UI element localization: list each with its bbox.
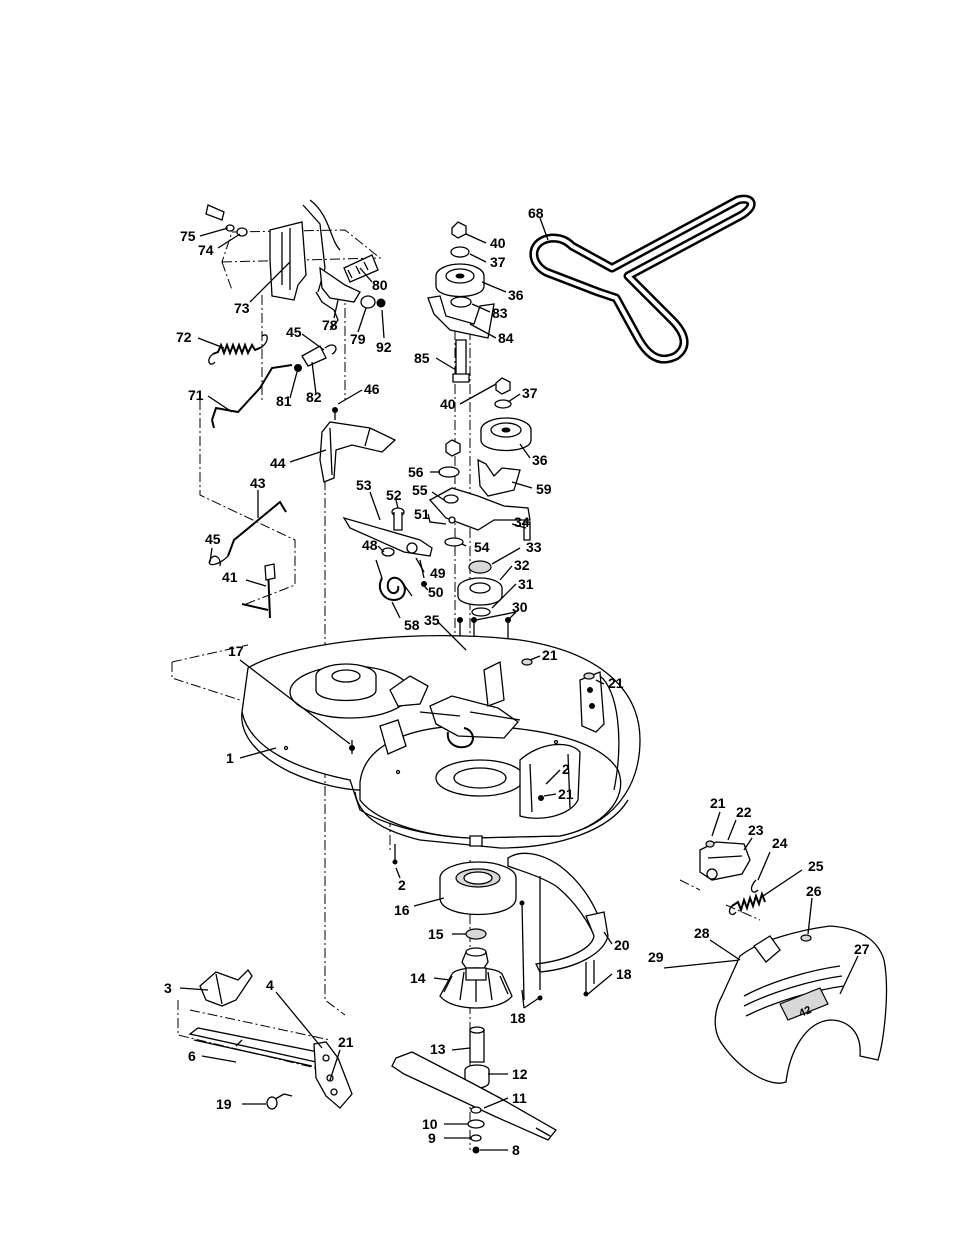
callout-11: 11: [512, 1090, 527, 1106]
callout-58: 58: [404, 617, 420, 633]
callout-85: 85: [414, 350, 430, 366]
callout-21-deck-right: 21: [542, 647, 558, 663]
callout-6: 6: [188, 1048, 196, 1064]
callout-44: 44: [270, 455, 286, 471]
deck-baffle: [508, 853, 608, 1000]
front-link-rod: [209, 502, 286, 566]
callout-2-lower: 2: [398, 877, 406, 893]
belt-cover: [320, 408, 395, 483]
callout-28: 28: [694, 925, 710, 941]
callout-78: 78: [322, 317, 338, 333]
callout-21-chute: 21: [710, 795, 726, 811]
callout-1: 1: [226, 750, 234, 766]
callout-21-hanger: 21: [338, 1034, 354, 1050]
idler-pulley-stack-upper: [428, 222, 494, 382]
callout-92: 92: [376, 339, 392, 355]
callout-17: 17: [228, 643, 244, 659]
callout-54: 54: [474, 539, 490, 555]
callout-20: 20: [614, 937, 630, 953]
callout-51: 51: [414, 506, 430, 522]
drive-belt: [534, 199, 751, 359]
callout-35: 35: [424, 612, 440, 628]
callout-24: 24: [772, 835, 788, 851]
callout-72: 72: [176, 329, 192, 345]
callout-53: 53: [356, 477, 372, 493]
callout-43: 43: [250, 475, 266, 491]
callout-25: 25: [808, 858, 824, 874]
callout-2-deck: 2: [562, 761, 570, 777]
callout-73: 73: [234, 300, 250, 316]
callout-79: 79: [350, 331, 366, 347]
lift-bracket-assembly: [206, 200, 385, 330]
callout-3: 3: [164, 980, 172, 996]
callout-48: 48: [362, 537, 378, 553]
callout-41: 41: [222, 569, 238, 585]
spindle-assembly: [392, 844, 556, 1153]
callout-36-top: 36: [508, 287, 524, 303]
link-hardware: [295, 345, 336, 372]
extension-spring: [209, 335, 267, 364]
callout-55: 55: [412, 482, 428, 498]
callout-36-mid: 36: [532, 452, 548, 468]
callout-34: 34: [514, 514, 530, 530]
callout-15: 15: [428, 926, 444, 942]
callout-29: 29: [648, 949, 664, 965]
callout-45-top: 45: [286, 324, 302, 340]
callout-32: 32: [514, 557, 530, 573]
callout-9: 9: [428, 1130, 436, 1146]
callout-14: 14: [410, 970, 426, 986]
callout-37-mid: 37: [522, 385, 538, 401]
callout-18-left: 18: [510, 1010, 526, 1026]
callout-27: 27: [854, 941, 870, 957]
callout-8: 8: [512, 1142, 520, 1158]
callout-50: 50: [428, 584, 444, 600]
callout-68: 68: [528, 205, 544, 221]
callout-33: 33: [526, 539, 542, 555]
callout-40-top: 40: [490, 235, 506, 251]
callout-31: 31: [518, 576, 534, 592]
callout-19: 19: [216, 1096, 232, 1112]
callout-16: 16: [394, 902, 410, 918]
callout-75: 75: [180, 228, 196, 244]
callout-49: 49: [430, 565, 446, 581]
callout-59: 59: [536, 481, 552, 497]
callout-4: 4: [266, 977, 274, 993]
callout-18-right: 18: [616, 966, 632, 982]
callout-23: 23: [748, 822, 764, 838]
torsion-spring: [376, 560, 412, 600]
callout-21-deck: 21: [558, 786, 574, 802]
callout-52: 52: [386, 487, 402, 503]
callout-21-bracket: 21: [608, 675, 624, 691]
callout-40-mid: 40: [440, 396, 456, 412]
callout-83: 83: [492, 305, 508, 321]
callout-30: 30: [512, 599, 528, 615]
mower-deck: [242, 636, 640, 848]
callout-84: 84: [498, 330, 514, 346]
callout-46: 46: [364, 381, 380, 397]
callout-82: 82: [306, 389, 322, 405]
callout-13: 13: [430, 1041, 446, 1057]
callout-81: 81: [276, 393, 292, 409]
callout-45-left: 45: [205, 531, 221, 547]
chute-assembly: 42: [664, 841, 886, 1083]
callout-12: 12: [512, 1066, 528, 1082]
front-bracket: [242, 564, 275, 618]
callout-22: 22: [736, 804, 752, 820]
callout-26: 26: [806, 883, 822, 899]
callout-37-top: 37: [490, 254, 506, 270]
callout-80: 80: [372, 277, 388, 293]
callout-56: 56: [408, 464, 424, 480]
callout-74: 74: [198, 242, 214, 258]
callout-71: 71: [188, 387, 204, 403]
